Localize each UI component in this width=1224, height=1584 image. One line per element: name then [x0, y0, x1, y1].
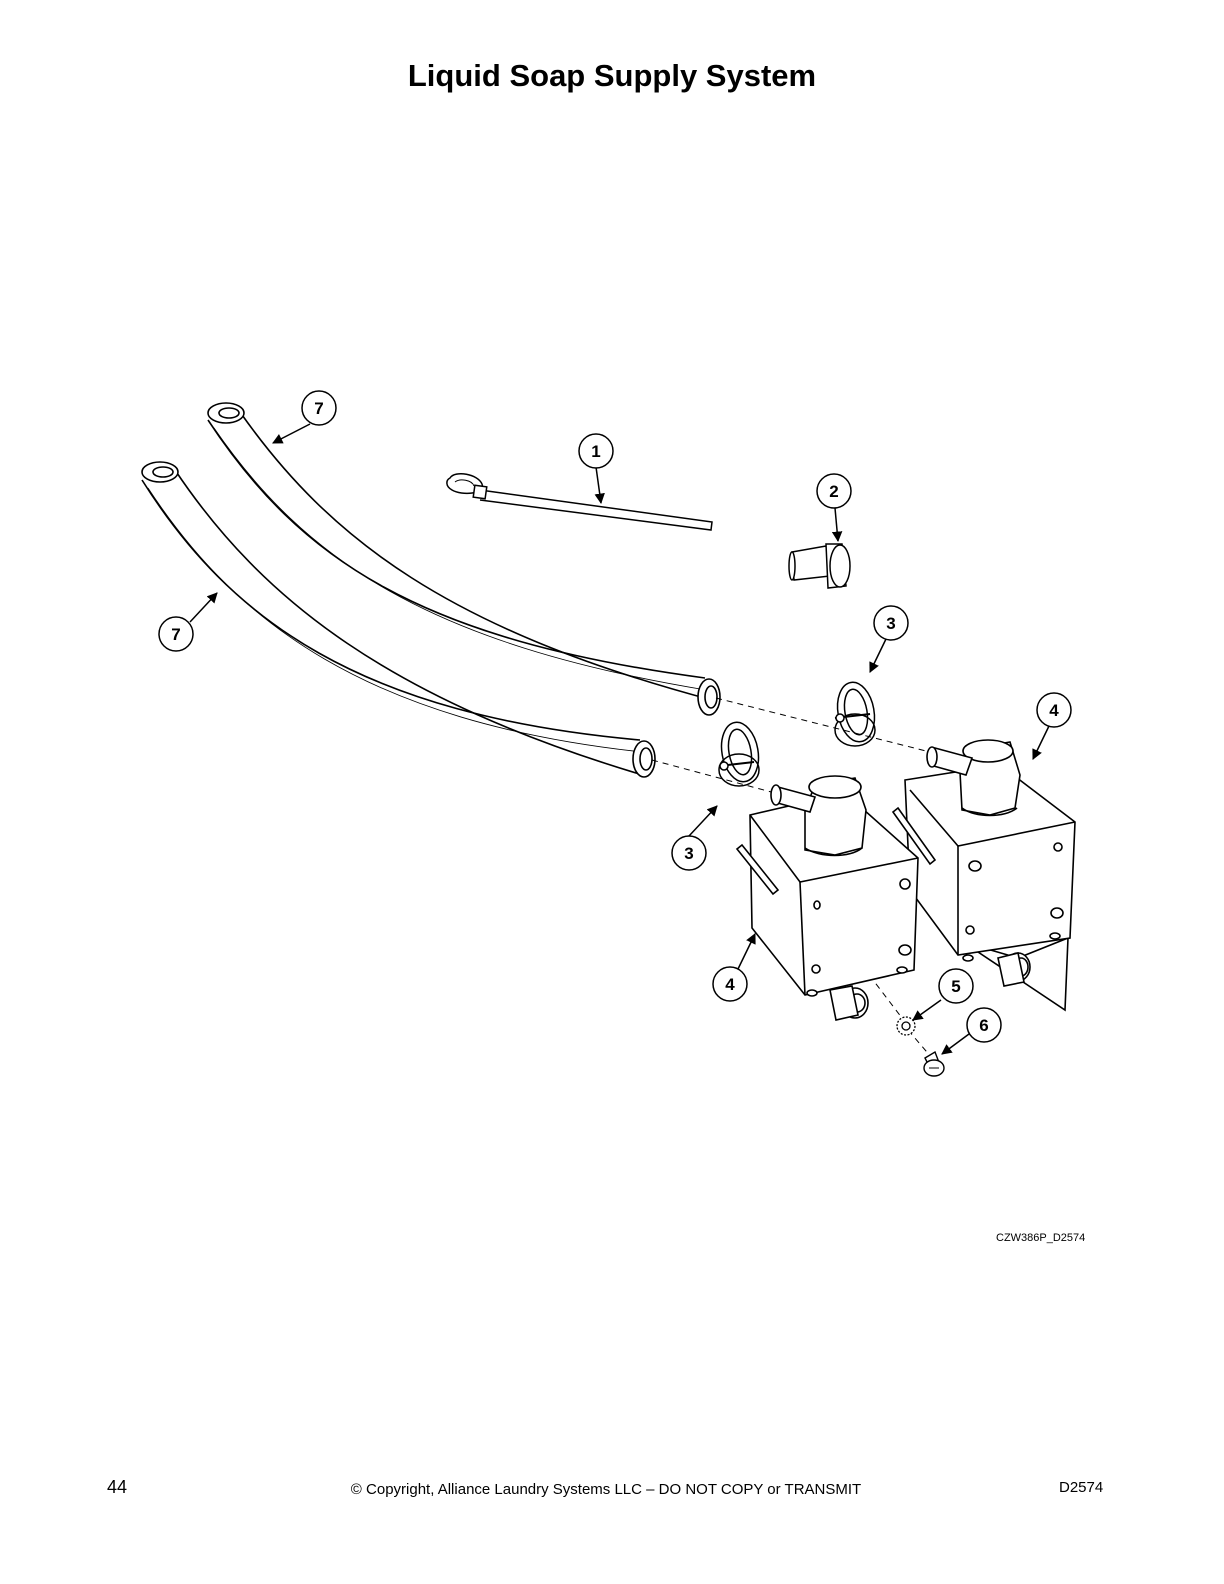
callout-3-lower: 3	[671, 835, 707, 871]
callout-label: 6	[979, 1016, 988, 1035]
soap-pump-front	[735, 775, 919, 1021]
callout-label: 4	[725, 975, 735, 994]
callout-label: 7	[314, 399, 323, 418]
cable-tie	[446, 472, 713, 531]
hose-lower	[141, 461, 656, 778]
callout-label: 7	[171, 625, 180, 644]
document-code: D2574	[1059, 1479, 1104, 1496]
callout-label: 3	[886, 614, 895, 633]
callout-label: 4	[1049, 701, 1059, 720]
callout-6: 6	[966, 1007, 1002, 1043]
hose-clamp-upper	[834, 681, 876, 747]
callout-5: 5	[938, 968, 974, 1004]
callout-7-upper: 7	[301, 390, 337, 426]
leader-arrows	[189, 423, 1050, 1055]
callout-3-upper: 3	[873, 605, 909, 641]
callout-1: 1	[578, 433, 614, 469]
callout-label: 5	[951, 977, 960, 996]
callout-4-right: 4	[1036, 692, 1072, 728]
callout-label: 1	[591, 442, 600, 461]
callout-7-lower: 7	[158, 616, 194, 652]
page-title: Liquid Soap Supply System	[407, 58, 817, 93]
soap-pump-right	[891, 739, 1076, 1012]
screw	[923, 1050, 945, 1077]
callout-label: 3	[684, 844, 693, 863]
copyright-notice: © Copyright, Alliance Laundry Systems LL…	[350, 1481, 862, 1498]
hose-clamp-lower	[718, 721, 760, 787]
drawing-id: CZW386P_D2574	[996, 1232, 1086, 1244]
page-number: 44	[107, 1477, 128, 1497]
callout-label: 2	[829, 482, 838, 501]
hose-upper	[207, 402, 721, 716]
callout-4-front: 4	[712, 966, 748, 1002]
plug	[788, 543, 851, 589]
lock-washer	[896, 1016, 916, 1036]
callout-2: 2	[816, 473, 852, 509]
